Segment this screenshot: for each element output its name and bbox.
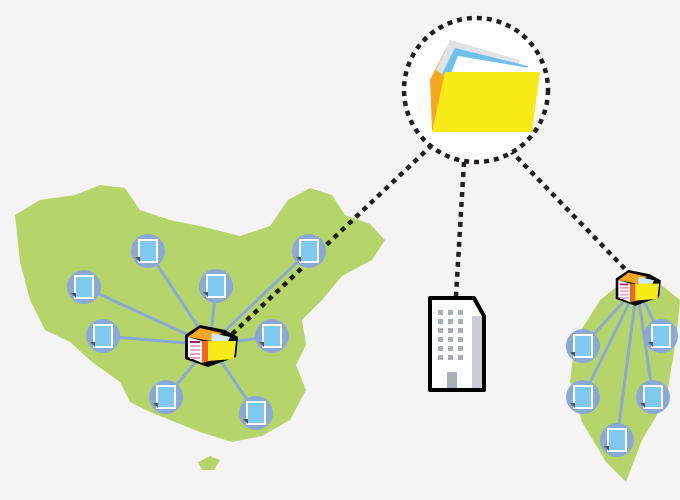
- link-line: [581, 286, 639, 398]
- window: [458, 328, 463, 333]
- central-storage[interactable]: [401, 15, 551, 165]
- island-map-small: [198, 456, 220, 470]
- document-node[interactable]: [239, 396, 273, 430]
- document-node[interactable]: [566, 380, 600, 414]
- document-icon: [90, 324, 113, 348]
- dotted-links: [226, 143, 630, 340]
- link-line: [615, 286, 639, 441]
- document-icon: [570, 385, 593, 409]
- window: [438, 310, 443, 315]
- dotted-link-mainland: [226, 143, 434, 340]
- document-node[interactable]: [255, 319, 289, 353]
- document-icon: [648, 324, 671, 348]
- document-node[interactable]: [644, 319, 678, 353]
- window: [448, 328, 453, 333]
- window: [438, 319, 443, 324]
- window: [438, 328, 443, 333]
- window: [458, 310, 463, 315]
- document-node[interactable]: [149, 380, 183, 414]
- document-icon: [640, 385, 663, 409]
- document-node[interactable]: [566, 329, 600, 363]
- window: [438, 346, 443, 351]
- file-server-icon[interactable]: [615, 270, 661, 306]
- document-icon: [604, 428, 627, 452]
- document-icon: [259, 324, 282, 348]
- window: [448, 346, 453, 351]
- dotted-link-building: [453, 161, 467, 297]
- window: [448, 319, 453, 324]
- document-icon: [71, 275, 94, 299]
- window: [448, 310, 453, 315]
- document-node[interactable]: [600, 423, 634, 457]
- mainland-map: [15, 185, 385, 442]
- document-node[interactable]: [199, 269, 233, 303]
- link-line: [635, 286, 655, 398]
- building-icon[interactable]: [428, 296, 486, 392]
- document-icon: [243, 401, 266, 425]
- file-server-icon[interactable]: [185, 325, 238, 367]
- document-icon: [153, 385, 176, 409]
- document-node[interactable]: [131, 234, 165, 268]
- document-icon: [570, 334, 593, 358]
- dotted-link-island: [508, 148, 630, 274]
- window: [448, 355, 453, 360]
- nodes: [67, 234, 678, 457]
- window: [458, 337, 463, 342]
- document-node[interactable]: [636, 380, 670, 414]
- document-icon: [203, 274, 226, 298]
- document-node[interactable]: [67, 270, 101, 304]
- link-line: [208, 249, 311, 347]
- document-icon: [135, 239, 158, 263]
- window: [458, 319, 463, 324]
- document-icon: [296, 239, 319, 263]
- hubs: [185, 270, 661, 367]
- window: [458, 355, 463, 360]
- folder-icon: [430, 40, 540, 132]
- window: [458, 346, 463, 351]
- document-node[interactable]: [292, 234, 326, 268]
- window: [448, 337, 453, 342]
- window: [438, 355, 443, 360]
- window: [438, 337, 443, 342]
- document-node[interactable]: [86, 319, 120, 353]
